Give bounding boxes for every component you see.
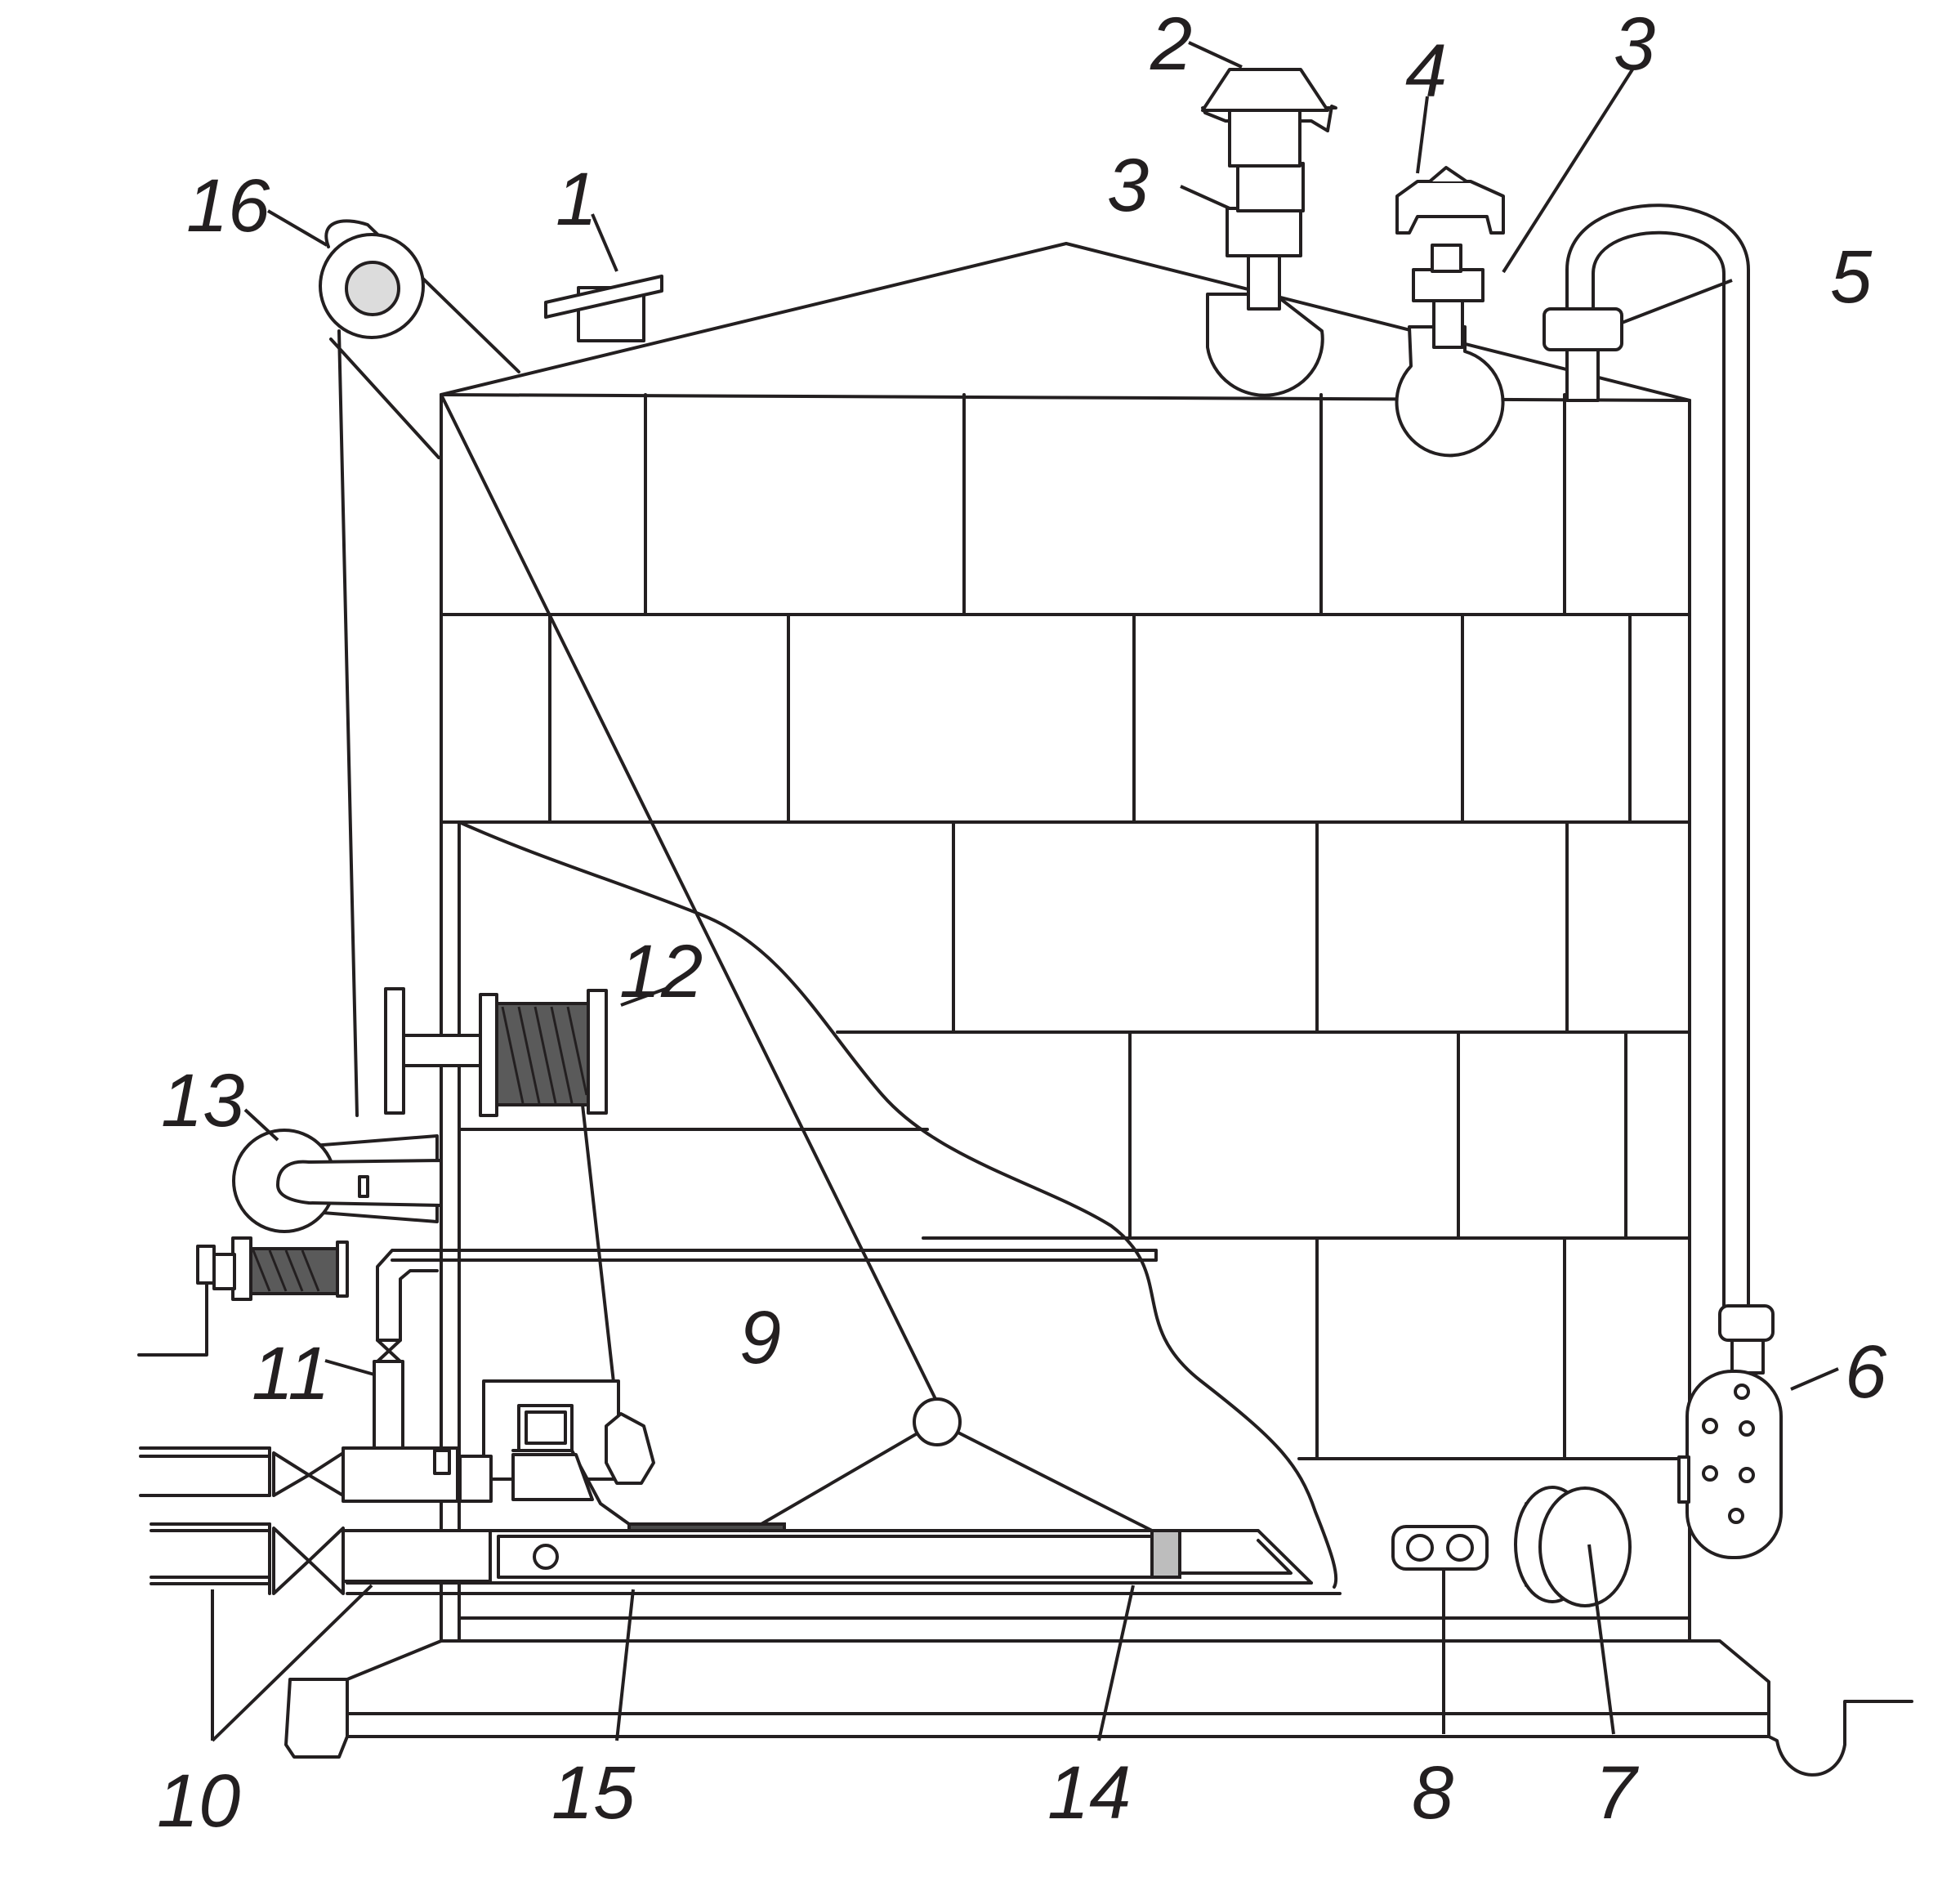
callout-5: 5: [1830, 235, 1873, 319]
callout-12: 12: [619, 930, 703, 1013]
gauge-6: [1677, 1304, 1783, 1559]
heater-frame-14: [346, 1529, 1342, 1595]
callout-10: 10: [157, 1759, 240, 1843]
fitting-8: [1391, 1525, 1489, 1571]
callout-11: 11: [252, 1332, 330, 1415]
callout-4: 4: [1405, 29, 1447, 113]
manhole-7: [1514, 1486, 1632, 1607]
float-block: [627, 1397, 1154, 1532]
callout-14: 14: [1047, 1751, 1131, 1835]
callout-1: 1: [556, 158, 597, 241]
intake-mechanism: [433, 1379, 655, 1526]
callout-3-right: 3: [1614, 2, 1655, 86]
level-gauge-tube-5: [1543, 203, 1750, 1309]
pulley-boom-16: [319, 219, 939, 1404]
callout-2: 2: [1150, 2, 1192, 86]
callout-labels: 1 2 3 3 4 5 6 7 8 9 10 11 12 13 14 15 16: [157, 2, 1887, 1843]
tank-base: [284, 1616, 1913, 1777]
callout-8: 8: [1412, 1751, 1453, 1835]
valve-11: [373, 1339, 404, 1463]
roof-hatch-1: [544, 275, 663, 342]
steam-pipe: [376, 1249, 1158, 1342]
winch-13: [137, 1129, 443, 1357]
winch-12: [384, 987, 620, 1428]
callout-13: 13: [161, 1059, 244, 1142]
callout-15: 15: [551, 1751, 636, 1835]
breather-valve-2: [1201, 68, 1337, 397]
callout-16: 16: [186, 164, 270, 248]
callout-6: 6: [1845, 1330, 1887, 1414]
leader-lines: [211, 41, 1839, 1742]
boom-pulley-wheel: [345, 261, 400, 316]
callout-9: 9: [739, 1296, 781, 1379]
tank-body: [440, 393, 1691, 1643]
roof-valve-4: [1395, 166, 1505, 458]
callout-3-left: 3: [1107, 144, 1149, 227]
callout-7: 7: [1595, 1751, 1639, 1835]
